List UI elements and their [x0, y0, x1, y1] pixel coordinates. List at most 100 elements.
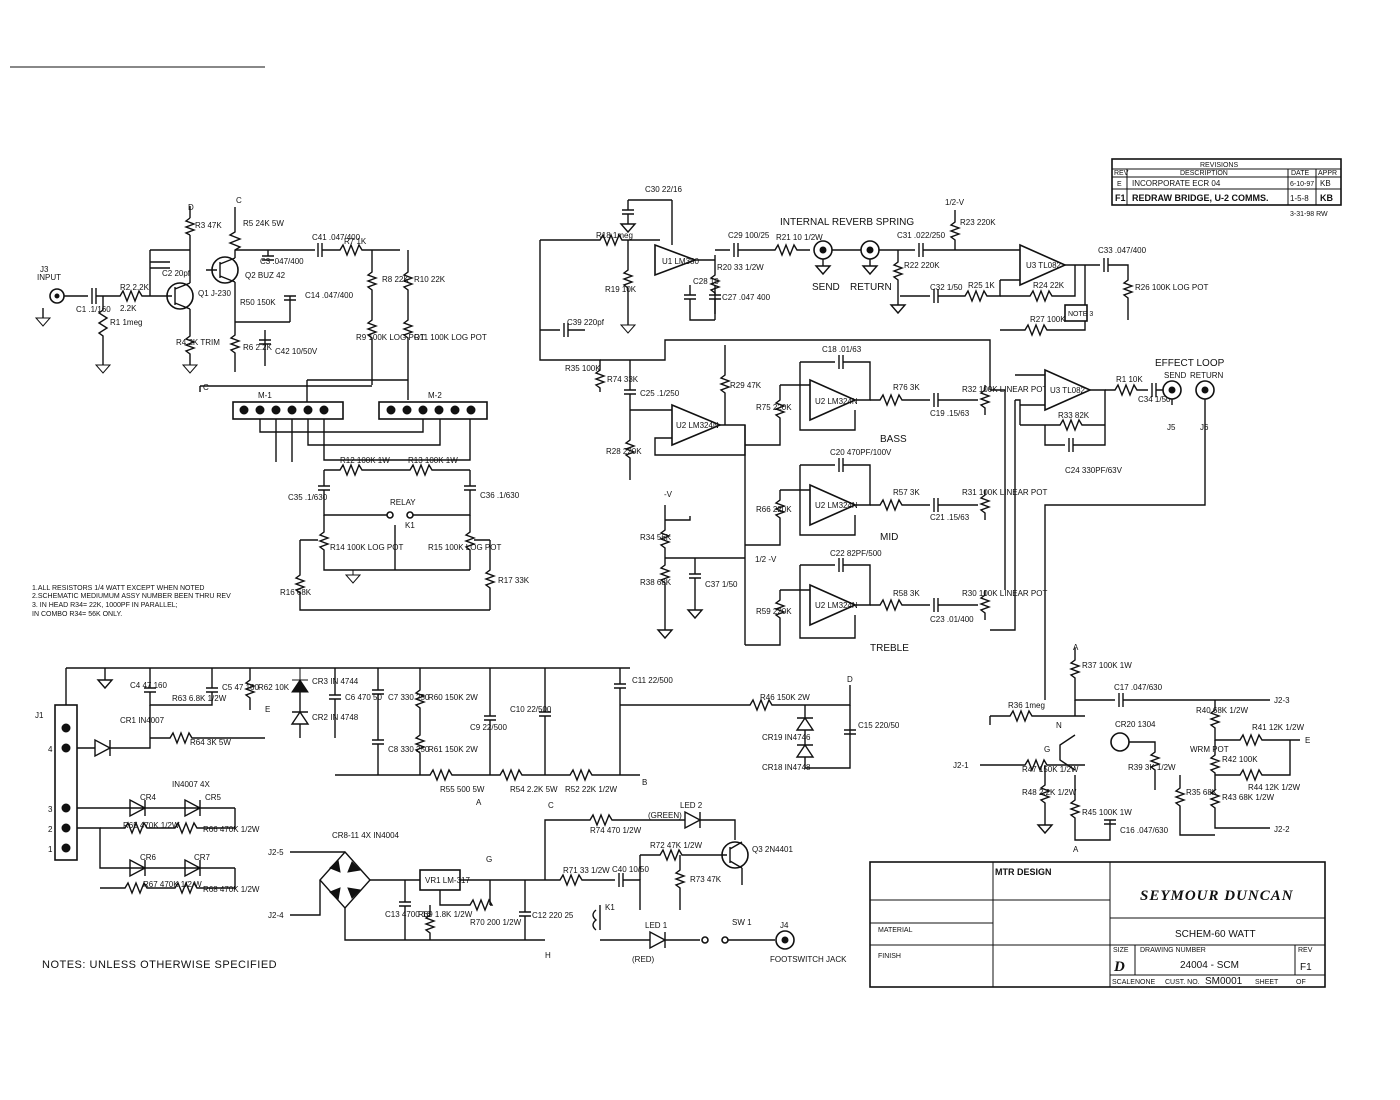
u2c-opamp — [809, 483, 857, 527]
m2-label: M-2 — [428, 391, 442, 400]
c32-label: C32 1/50 — [930, 283, 963, 292]
r21-label: R21 10 1/2W — [776, 233, 823, 242]
size-value: D — [1113, 959, 1126, 975]
notes-list: 1.ALL RESISTORS 1/4 WATT EXCEPT WHEN NOT… — [32, 585, 231, 618]
c20-label: C20 470PF/100V — [830, 448, 892, 457]
finish-label: FINISH — [878, 953, 901, 960]
j1-label: J1 — [35, 711, 44, 720]
r23-label: R23 220K — [960, 218, 996, 227]
k1-label: K1 — [405, 521, 415, 530]
c22-label: C22 82PF/500 — [830, 549, 882, 558]
r65-label: R65 470K 1/2W — [123, 821, 180, 830]
header-m2: M-2 — [378, 391, 488, 420]
r2-label: R2 2.2K — [120, 283, 150, 292]
c11-label: C11 22/500 — [632, 676, 673, 685]
r69-label: R69 1.8K 1/2W — [418, 910, 473, 919]
c6-label: C6 470 50 — [345, 693, 382, 702]
rev-label: REV — [1298, 947, 1313, 954]
r17-label: R17 33K — [498, 576, 530, 585]
c35-label: C35 .1/630 — [288, 493, 328, 502]
r61-label: R61 150K 2W — [428, 745, 478, 754]
u2b-opamp — [809, 378, 857, 422]
cr19-label: CR19 IN4746 — [762, 733, 811, 742]
rev-row-2-date: 1-5-8 — [1290, 194, 1309, 203]
fx-send-label: SEND — [1164, 371, 1186, 380]
drawing-number: 24004 - SCM — [1180, 960, 1239, 971]
internal-reverb-label: INTERNAL REVERB SPRING — [780, 217, 914, 228]
revisions-block: REVISIONS REV DESCRIPTION DATE APPR E IN… — [1111, 158, 1342, 218]
note3-box — [1064, 304, 1088, 322]
material-label: MATERIAL — [878, 927, 913, 934]
rev-value: F1 — [1300, 962, 1312, 973]
u2b-label: U2 LM324N — [815, 397, 858, 406]
r62-label: R62 10K — [258, 683, 290, 692]
node-g-ps: G — [486, 855, 492, 864]
r54-label: R54 2.2K 5W — [510, 785, 558, 794]
rev-row-2-rev: F1 — [1115, 193, 1126, 203]
c34-label: C34 1/50 — [1138, 395, 1171, 404]
r59-label: R59 220K — [756, 607, 792, 616]
r48-label: R48 2.2K 1/2W — [1022, 788, 1077, 797]
c37-label: C37 1/50 — [705, 580, 738, 589]
u3b-label: U3 TL082 — [1050, 386, 1086, 395]
c9-label: C9 22/500 — [470, 723, 507, 732]
k1-coil-label: K1 — [605, 903, 615, 912]
u2d-opamp — [809, 583, 857, 627]
cr20-label: CR20 1304 — [1115, 720, 1156, 729]
r57-label: R57 3K — [893, 488, 920, 497]
wrm-pot-label: WRM POT — [1190, 745, 1229, 754]
green-label: (GREEN) — [648, 811, 682, 820]
r74-label: R74 33K — [607, 375, 639, 384]
r43-label: R43 68K 1/2W — [1222, 793, 1274, 802]
r70-label: R70 200 1/2W — [470, 918, 522, 927]
r58-label: R58 3K — [893, 589, 920, 598]
r12-label: R12 100K 1W — [340, 456, 390, 465]
u2a-label: U2 LM324N — [676, 421, 719, 430]
fx-return-label: RETURN — [1190, 371, 1224, 380]
c4-label: C4 47 160 — [130, 681, 167, 690]
r30-label: R30 100K LINEAR POT — [962, 589, 1047, 598]
r27-label: R27 100K — [1030, 315, 1066, 324]
u1-label: U1 LM380 — [662, 257, 699, 266]
r37-label: R37 100K 1W — [1082, 661, 1132, 670]
c8-label: C8 330 250 — [388, 745, 430, 754]
cr18-label: CR18 IN4748 — [762, 763, 811, 772]
r10-label: R10 22K — [414, 275, 446, 284]
r14-label: R14 100K LOG POT — [330, 543, 403, 552]
reverb-driver: R18 1meg C30 22/16 U1 LM380 R19 10K R20 … — [539, 185, 823, 334]
rev-col-rev: REV — [1114, 170, 1129, 177]
q3-label: Q3 2N4401 — [752, 845, 793, 854]
half-v-label: 1/2 -V — [755, 555, 777, 564]
bias-divider: -V R34 56K R38 68K C37 1/50 1/2 -V — [640, 490, 777, 640]
r68-label: R68 470K 1/2W — [203, 885, 260, 894]
effect-loop: U3 TL082 R33 82K C24 330PF/63V R1 10K C3… — [1015, 358, 1225, 700]
r60-label: R60 150K 2W — [428, 693, 478, 702]
relay-n-label: N — [1056, 721, 1062, 730]
r3-label: R3 47K — [195, 221, 222, 230]
r4-label: R4 2K TRIM — [176, 338, 220, 347]
node-e-ps: E — [265, 705, 270, 714]
c24-label: C24 330PF/63V — [1065, 466, 1123, 475]
node-c-left: C — [203, 383, 209, 392]
r42-label: R42 100K — [1222, 755, 1258, 764]
r7-label: R7 1K — [344, 237, 367, 246]
led2-label: LED 2 — [680, 801, 703, 810]
r63-label: R63 6.8K 1/2W — [172, 694, 227, 703]
r6-label: R6 2.2K — [243, 343, 273, 352]
c39-label: C39 220pf — [567, 318, 605, 327]
u3-opamp-a — [1019, 243, 1067, 287]
r9-label: R9 100K LOG POT — [356, 333, 425, 342]
r67-label: R67 470K 1/2 W — [143, 880, 202, 889]
r13-label: R13 100K 1W — [408, 456, 458, 465]
treble-label: TREBLE — [870, 643, 909, 654]
reverb-spring: INTERNAL REVERB SPRING SEND RETURN C31 .… — [780, 198, 1010, 315]
r38-label: R38 68K — [640, 578, 672, 587]
r1b-label: R1 10K — [1116, 375, 1143, 384]
r71-label: R71 33 1/2W — [563, 866, 610, 875]
c41-label: C41 .047/400 — [312, 233, 361, 242]
bias-section: A R37 100K 1W C17 .047/630 J2-3 R36 1meg… — [953, 643, 1310, 854]
c14-label: C14 .047/400 — [305, 291, 354, 300]
r73-label: R73 47K — [690, 875, 722, 884]
c17-label: C17 .047/630 — [1114, 683, 1163, 692]
